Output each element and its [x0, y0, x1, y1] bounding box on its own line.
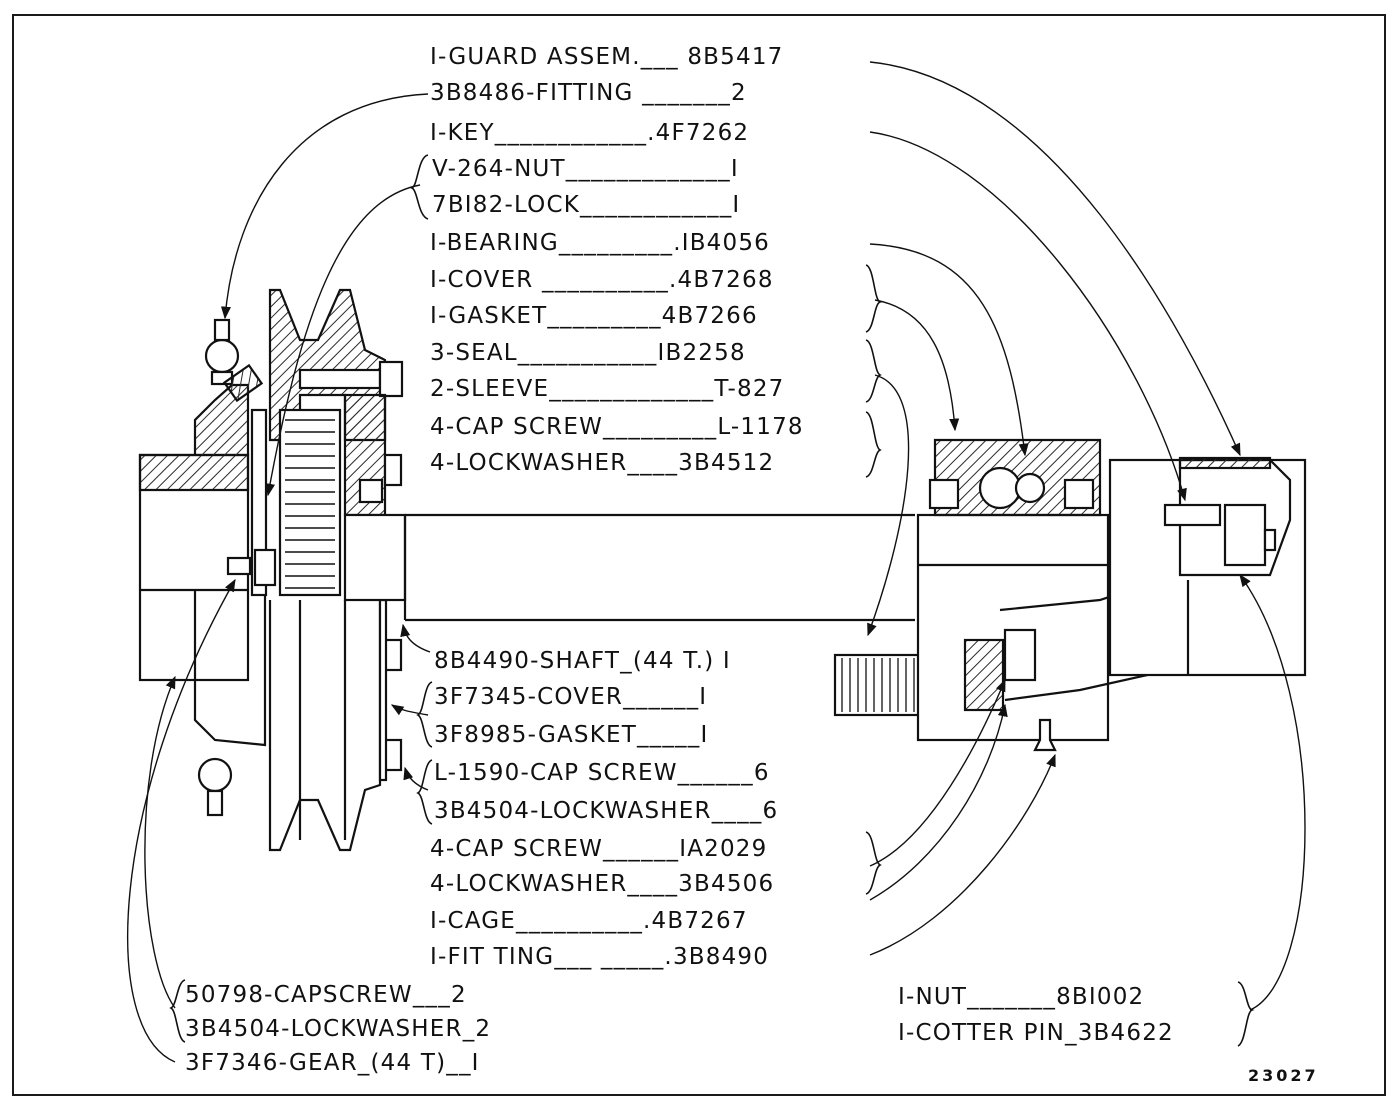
label-nut-v264: V-264-NUT_____________I: [432, 156, 739, 182]
label-capscrew-50798: 50798-CAPSCREW___2: [185, 982, 467, 1008]
label-cap-screw-l1178: 4-CAP SCREW_________L-1178: [430, 414, 804, 440]
angled-fitting: [222, 363, 264, 403]
drawing-frame: [12, 14, 1386, 1096]
bearing-cage: [916, 438, 1172, 752]
label-seal: 3-SEAL___________IB2258: [430, 340, 746, 366]
gear-44t: [278, 408, 342, 597]
guard-assembly: [1108, 456, 1307, 677]
label-cage: I-CAGE__________.4B7267: [430, 908, 748, 934]
label-cover-4b7268: I-COVER __________.4B7268: [430, 267, 774, 293]
grease-fitting-top: [204, 318, 240, 386]
label-bearing: I-BEARING_________.IB4056: [430, 230, 771, 256]
label-fitting-3b8486: 3B8486-FITTING _______2: [430, 80, 747, 106]
pulley-cover: [343, 393, 403, 782]
label-guard-assembly: I-GUARD ASSEM.___ 8B5417: [430, 44, 784, 70]
label-key: I-KEY____________.4F7262: [430, 120, 750, 146]
label-lockwasher-3b4504: 3B4504-LOCKWASHER____6: [434, 798, 779, 824]
label-cap-screw-l1590: L-1590-CAP SCREW______6: [434, 760, 770, 786]
label-cover-3f7345: 3F7345-COVER______I: [434, 684, 708, 710]
label-braces: [169, 154, 1255, 1047]
figure-number: 23027: [1248, 1066, 1319, 1085]
grease-fitting-bottom: [197, 757, 233, 817]
label-gasket-3f8985: 3F8985-GASKET_____I: [434, 722, 709, 748]
label-lockwasher-2: 3B4504-LOCKWASHER_2: [185, 1016, 492, 1042]
shaft: [343, 513, 922, 717]
label-lockwasher-3b4512: 4-LOCKWASHER____3B4512: [430, 450, 775, 476]
label-lock-7b182: 7BI82-LOCK____________I: [432, 192, 741, 218]
label-sleeve: 2-SLEEVE_____________T-827: [430, 376, 785, 402]
label-nut-8b1002: I-NUT_______8BI002: [898, 984, 1145, 1010]
label-fitting-3b8490: I-FIT TING___ _____.3B8490: [430, 944, 770, 970]
shaft-nut: [226, 408, 277, 597]
top-bolt: [298, 360, 404, 398]
leader-lines: [126, 61, 1306, 1063]
label-shaft: 8B4490-SHAFT_(44 T.) I: [434, 648, 731, 674]
lower-housing: [193, 590, 267, 747]
label-gasket-4b7266: I-GASKET_________4B7266: [430, 303, 758, 329]
label-cap-screw-1a2029: 4-CAP SCREW______IA2029: [430, 836, 768, 862]
label-lockwasher-3b4506: 4-LOCKWASHER____3B4506: [430, 871, 775, 897]
label-cotter-pin: I-COTTER PIN_3B4622: [898, 1020, 1174, 1046]
label-gear: 3F7346-GEAR_(44 T)__I: [185, 1050, 480, 1076]
